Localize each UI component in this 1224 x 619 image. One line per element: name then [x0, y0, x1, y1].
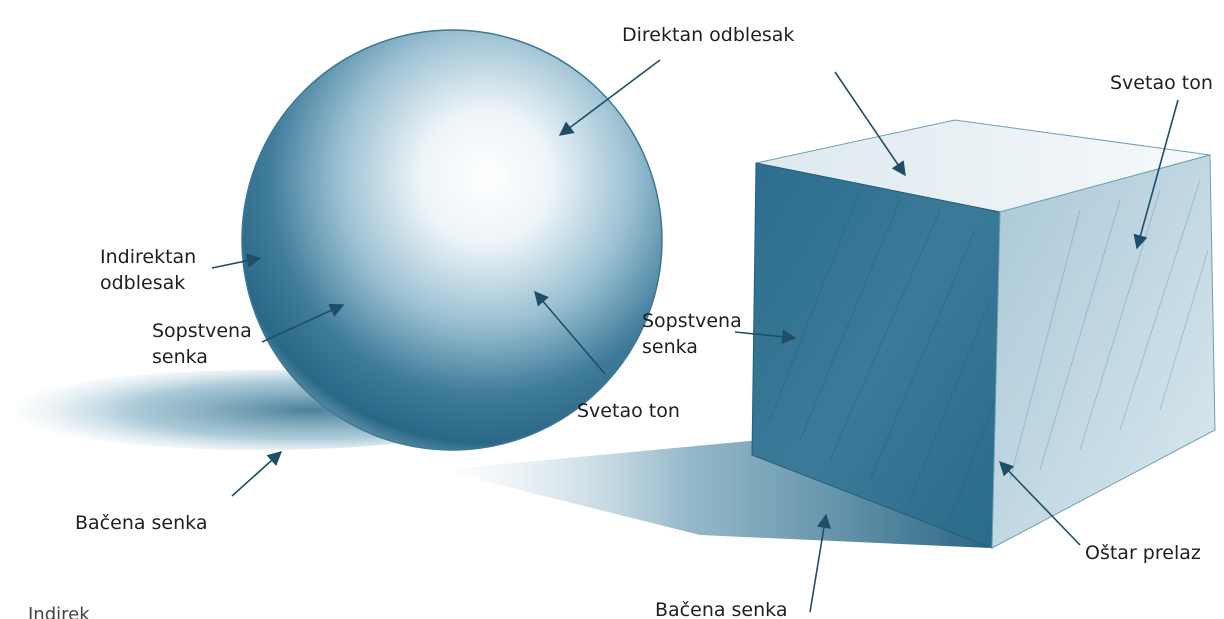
arrow-cast-shadow-sphere	[232, 452, 281, 496]
label-own-shadow-cube: Sopstvena senka	[642, 308, 752, 360]
sphere	[242, 30, 662, 450]
label-cut-text: Indirek	[28, 602, 90, 619]
label-light-tone-cube: Svetao ton	[1110, 70, 1213, 96]
label-light-tone-sphere: Svetao ton	[577, 398, 680, 424]
label-cast-shadow-cube: Bačena senka	[655, 597, 787, 619]
label-own-shadow-sphere: Sopstvena senka	[152, 318, 262, 370]
label-sharp-transition: Oštar prelaz	[1085, 540, 1201, 566]
label-cast-shadow-sphere: Bačena senka	[75, 510, 207, 536]
label-direct-highlight: Direktan odblesak	[622, 22, 794, 48]
label-indirect-highlight: Indirektan odblesak	[100, 244, 210, 296]
